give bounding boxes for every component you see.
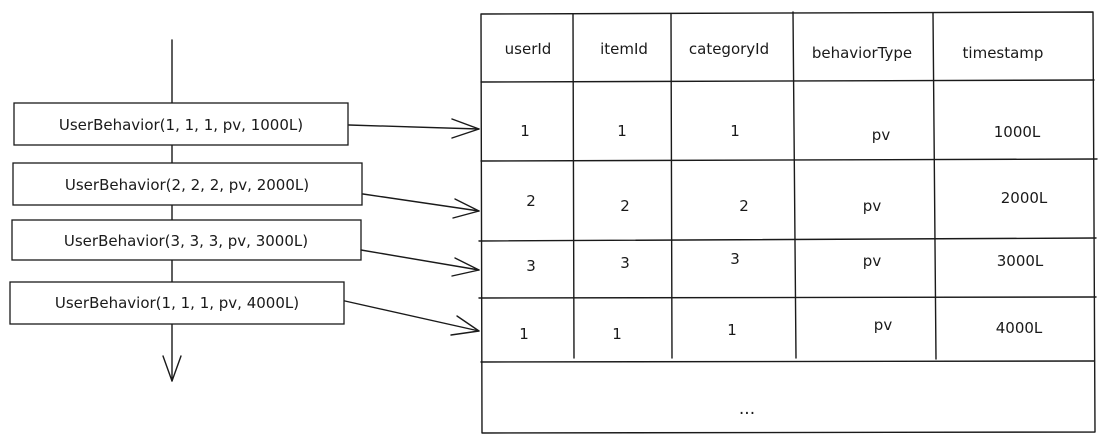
stream-record: UserBehavior(2, 2, 2, pv, 2000L) xyxy=(12,162,363,206)
stream-record-label: UserBehavior(1, 1, 1, pv, 4000L) xyxy=(55,294,299,312)
table-cell: 4000L xyxy=(996,319,1043,337)
table-cell: 1 xyxy=(730,122,740,140)
table-cell: 1 xyxy=(617,122,627,140)
table-cell: 2 xyxy=(620,197,630,215)
table-cell: 2 xyxy=(526,192,536,210)
table-cell: 1 xyxy=(727,321,737,339)
table-row: 2 2 2 pv 2000L xyxy=(526,189,1048,215)
header-cell: userId xyxy=(505,40,552,58)
record-arrow xyxy=(362,193,480,219)
record-arrow xyxy=(348,118,480,139)
record-arrow xyxy=(344,300,480,336)
stream-record-box xyxy=(12,162,363,206)
table-cell: pv xyxy=(872,126,891,144)
table-cell: 3 xyxy=(620,254,630,272)
table-continuation: ... xyxy=(739,399,755,419)
table-cell: pv xyxy=(863,197,882,215)
table-cell: 2000L xyxy=(1001,189,1048,207)
stream-record-label: UserBehavior(1, 1, 1, pv, 1000L) xyxy=(59,116,303,134)
table-cell: 3000L xyxy=(997,252,1044,270)
header-cell: itemId xyxy=(600,40,648,58)
table-cell: pv xyxy=(874,316,893,334)
stream-records: UserBehavior(1, 1, 1, pv, 1000L) UserBeh… xyxy=(9,102,363,325)
stream-record-label: UserBehavior(3, 3, 3, pv, 3000L) xyxy=(64,232,308,250)
header-cell: categoryId xyxy=(689,40,769,58)
stream-record-box xyxy=(9,281,345,325)
table-border xyxy=(480,11,1096,434)
table-cell: 3 xyxy=(730,250,740,268)
table-row: 3 3 3 pv 3000L xyxy=(526,250,1044,275)
table-cell: 1 xyxy=(519,325,529,343)
stream-axis-arrowhead xyxy=(162,355,182,382)
stream-record-box xyxy=(13,102,349,146)
stream-record: UserBehavior(1, 1, 1, pv, 4000L) xyxy=(9,281,345,325)
result-table: userId itemId categoryId behaviorType ti… xyxy=(478,11,1098,434)
record-arrows xyxy=(344,118,480,336)
header-cell: behaviorType xyxy=(812,44,912,62)
stream-record-label: UserBehavior(2, 2, 2, pv, 2000L) xyxy=(65,176,309,194)
stream-record: UserBehavior(3, 3, 3, pv, 3000L) xyxy=(11,219,362,261)
table-row: 1 1 1 pv 1000L xyxy=(520,122,1041,144)
record-arrow xyxy=(360,249,480,277)
table-cell: 1 xyxy=(520,122,530,140)
table-cell: 3 xyxy=(526,257,536,275)
stream-axis xyxy=(162,39,182,382)
header-cell: timestamp xyxy=(963,44,1044,62)
table-cell: 2 xyxy=(739,197,749,215)
table-cell: pv xyxy=(863,252,882,270)
table-cell: 1 xyxy=(612,325,622,343)
table-header: userId itemId categoryId behaviorType ti… xyxy=(505,40,1044,62)
table-row: 1 1 1 pv 4000L xyxy=(519,316,1043,343)
stream-record: UserBehavior(1, 1, 1, pv, 1000L) xyxy=(13,102,349,146)
table-cell: 1000L xyxy=(994,123,1041,141)
stream-record-box xyxy=(11,219,362,261)
